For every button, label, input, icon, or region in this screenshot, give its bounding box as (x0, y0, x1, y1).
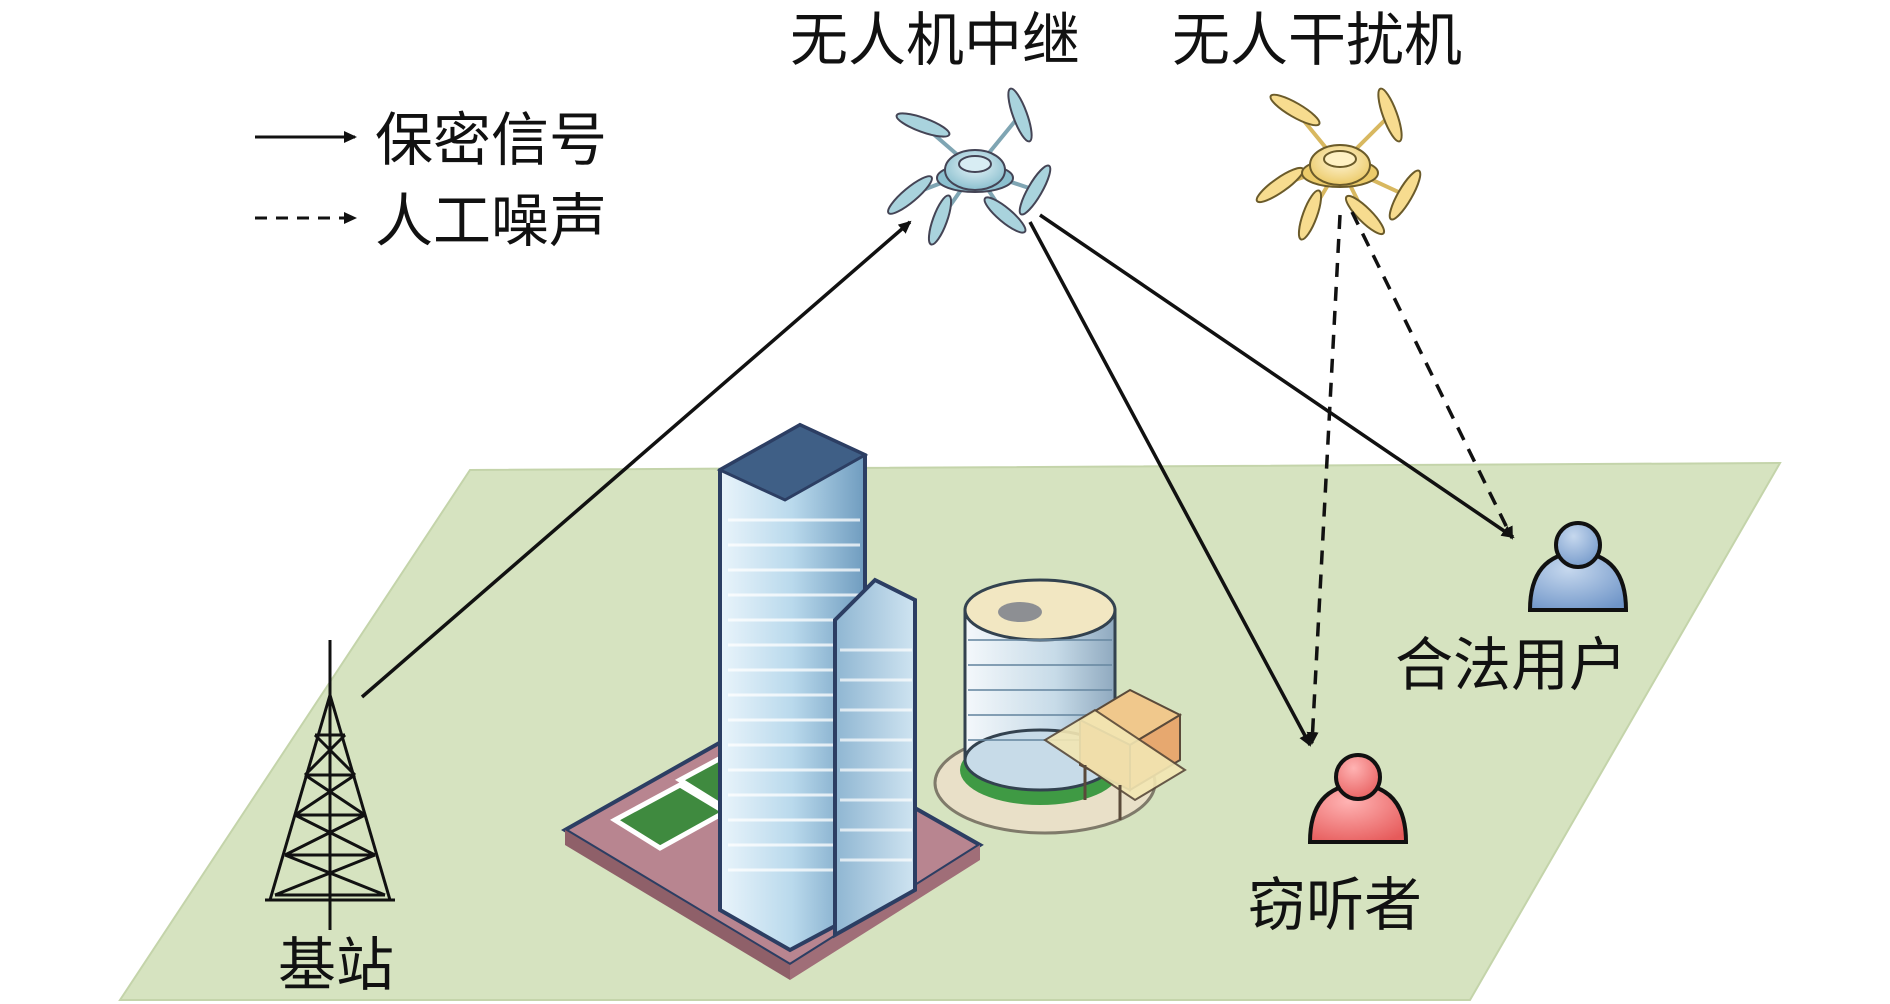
eavesdropper-label: 窃听者 (1248, 871, 1422, 939)
links (360, 211, 1515, 747)
base-station-tower-icon (265, 640, 395, 930)
eavesdropper-icon (1307, 753, 1409, 844)
legend: 保密信号 人工噪声 (255, 106, 607, 255)
legit-user-label: 合法用户 (1395, 631, 1627, 699)
link-relay-to-legit-user (1039, 213, 1515, 539)
link-jammer-to-eavesdropper (1306, 214, 1342, 745)
legend-label-artificial-noise: 人工噪声 (375, 187, 607, 255)
legit-user-icon (1527, 521, 1629, 612)
legend-label-secret-signal: 保密信号 (375, 106, 607, 174)
link-base-to-relay (360, 220, 912, 699)
ground-plane (118, 461, 1782, 1001)
relay-uav-icon (887, 87, 1052, 246)
base-station-label: 基站 (278, 931, 394, 999)
city-buildings (561, 422, 1187, 980)
link-jammer-to-legit-user (1350, 211, 1514, 540)
legend-item-artificial-noise: 人工噪声 (255, 187, 607, 255)
jammer-uav-icon (1255, 87, 1422, 241)
link-relay-to-eavesdropper (1028, 221, 1312, 747)
relay-uav-label: 无人机中继 (790, 6, 1080, 74)
legend-item-secret-signal: 保密信号 (255, 106, 607, 174)
jammer-uav-label: 无人干扰机 (1172, 6, 1462, 74)
